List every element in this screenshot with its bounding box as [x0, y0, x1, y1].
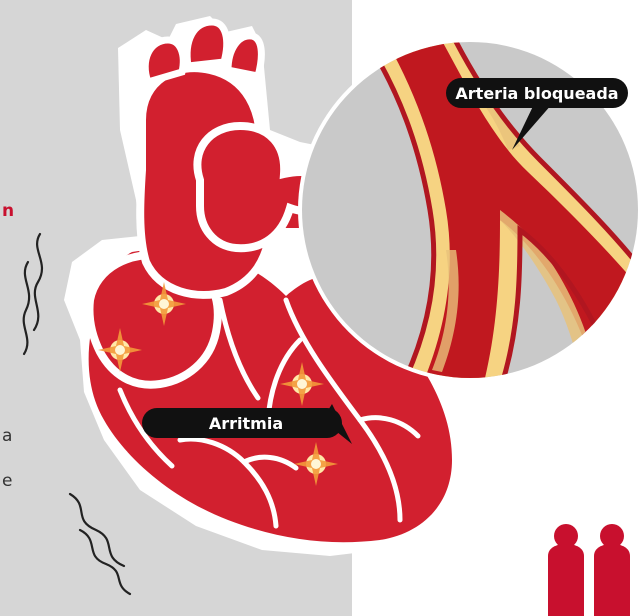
arrhythmia-label: Arritmia: [209, 414, 283, 433]
partial-text-red: n: [2, 201, 14, 221]
arrhythmia-callout: Arritmia: [142, 404, 352, 444]
people-icon: [548, 524, 630, 616]
vessel: [187, 22, 227, 66]
blocked-artery-label: Arteria bloqueada: [455, 84, 618, 103]
partial-text-1: a: [2, 426, 12, 446]
vessel: [145, 40, 183, 82]
partial-text-2: e: [2, 471, 12, 491]
vessel: [228, 36, 261, 76]
